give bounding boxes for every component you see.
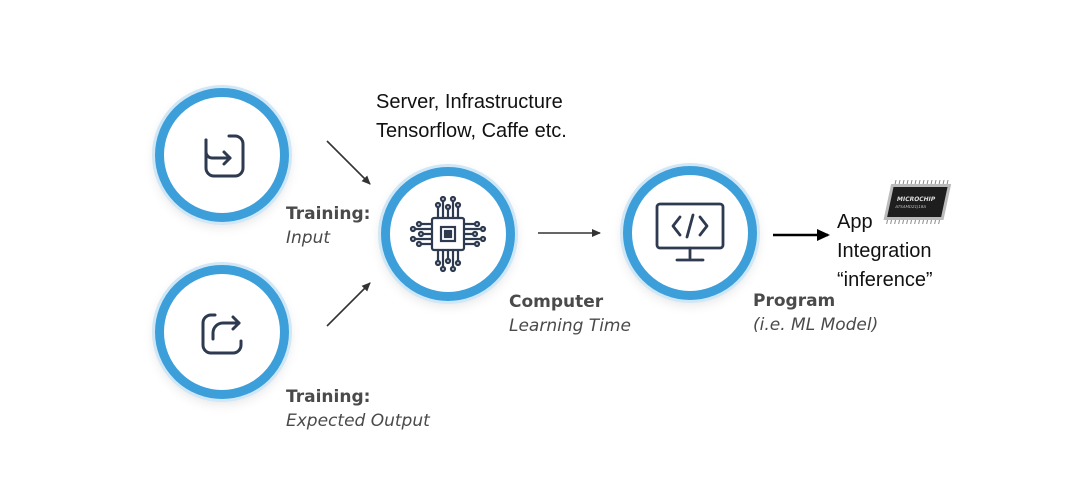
- app-integration-label: App Integration “inference”: [837, 208, 933, 295]
- microcontroller-chip-image: MICROCHIP ATSAMD21J18A: [883, 180, 952, 224]
- processor-icon: [409, 195, 487, 273]
- app-line2: Integration: [837, 240, 932, 262]
- framework-note: Server, Infrastructure Tensorflow, Caffe…: [376, 88, 567, 146]
- import-arrow-icon: [204, 134, 245, 178]
- training-input-subtitle: Input: [286, 228, 331, 248]
- training-output-label: Training: Expected Output: [286, 385, 430, 433]
- arrow-input-to-computer: [326, 140, 371, 185]
- program-title: Program: [753, 291, 836, 311]
- app-line3: “inference”: [837, 269, 933, 291]
- app-line1: App: [837, 211, 873, 233]
- computer-subtitle: Learning Time: [509, 316, 631, 336]
- computer-node: [381, 167, 515, 301]
- framework-note-line2: Tensorflow, Caffe etc.: [376, 120, 567, 142]
- program-label: Program (i.e. ML Model): [753, 289, 878, 337]
- training-output-title: Training:: [286, 387, 371, 407]
- training-output-node: [155, 265, 289, 399]
- program-subtitle: (i.e. ML Model): [753, 315, 879, 335]
- computer-title: Computer: [509, 292, 604, 312]
- training-input-node: [155, 88, 289, 222]
- training-input-label: Training: Input: [286, 202, 370, 250]
- framework-note-line1: Server, Infrastructure: [376, 91, 563, 113]
- share-arrow-icon: [201, 313, 243, 355]
- computer-label: Computer Learning Time: [509, 290, 631, 338]
- training-output-subtitle: Expected Output: [286, 411, 430, 431]
- training-input-title: Training:: [286, 204, 371, 224]
- program-node: [623, 166, 757, 300]
- code-monitor-icon: [655, 202, 725, 262]
- chip-brand: MICROCHIP: [896, 196, 936, 203]
- arrow-output-to-computer: [326, 282, 371, 327]
- chip-part: ATSAMD21J18A: [895, 204, 927, 209]
